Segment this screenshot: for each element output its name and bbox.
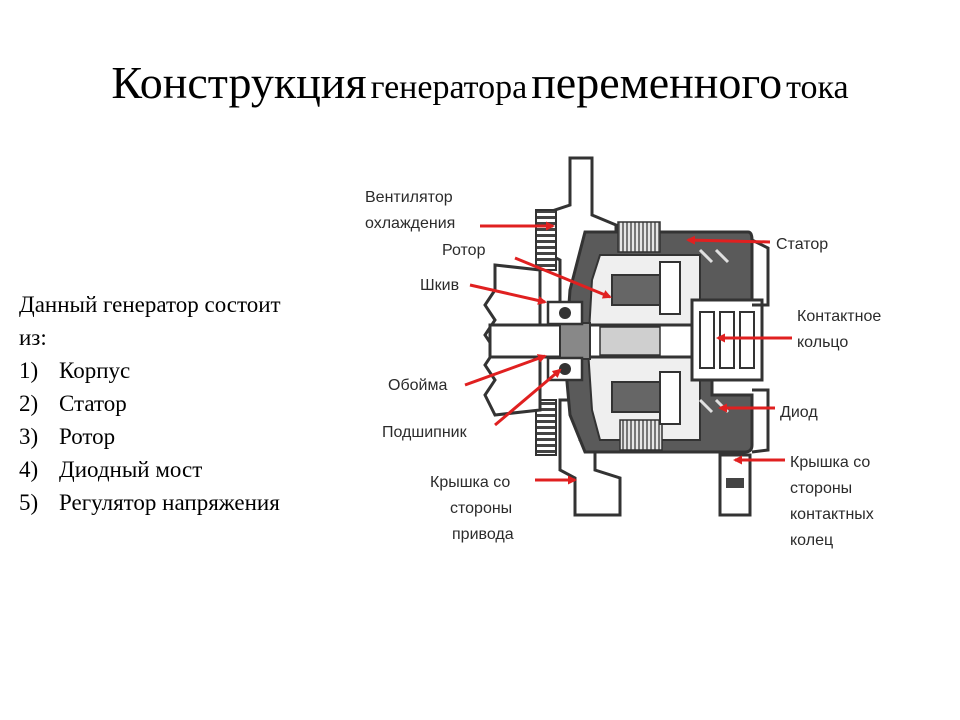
arrow-bearing — [494, 368, 562, 427]
label-pulley: Шкив — [420, 277, 459, 294]
intro-line-1: Данный генератор состоит — [19, 292, 281, 317]
title-word-1: Конструкция — [111, 57, 367, 108]
arrow-cage — [464, 354, 547, 387]
list-item-text: Корпус — [59, 358, 131, 383]
component-list: 1) Корпус 2) Статор 3) Ротор 4) Диодный мост… — [19, 354, 339, 519]
label-slip-cover-line-2: стороны — [790, 480, 852, 497]
label-diode: Диод — [780, 404, 818, 421]
title-word-3: переменного — [531, 57, 783, 108]
arrow-stator — [686, 235, 771, 245]
title-word-4: тока — [786, 69, 849, 106]
label-slip-ring-line-1: Контактное — [797, 308, 881, 325]
callout-arrows — [464, 221, 792, 485]
label-rotor: Ротор — [442, 242, 486, 259]
intro-line-2: из: — [19, 325, 47, 350]
label-drive-cover-line-1: Крышка со — [430, 474, 510, 491]
list-item-text: Регулятор напряжения — [59, 490, 280, 515]
label-slip-cover-line-1: Крышка со — [790, 454, 870, 471]
list-item-number: 2) — [19, 391, 39, 416]
list-item: 5) Регулятор напряжения — [19, 486, 339, 519]
title-word-2: генератора — [370, 69, 528, 106]
label-slip-cover-line-4: колец — [790, 532, 833, 549]
list-item-number: 4) — [19, 457, 39, 482]
label-bearing: Подшипник — [382, 424, 468, 441]
label-slip-cover-line-3: контактных — [790, 506, 874, 523]
intro-text: Данный генератор состоит из: 1) Корпус 2)… — [19, 288, 339, 519]
list-item: 1) Корпус — [19, 354, 339, 387]
label-slip-ring-line-2: кольцо — [797, 334, 848, 351]
page-title: Конструкция генератора переменного тока — [0, 60, 960, 106]
list-item-number: 5) — [19, 490, 39, 515]
list-item-text: Ротор — [59, 424, 116, 449]
list-item: 2) Статор — [19, 387, 339, 420]
label-drive-cover-line-2: стороны — [450, 500, 512, 517]
callout-labels: Вентилятор охлаждения Ротор Шкив Обойма … — [365, 189, 881, 549]
label-drive-cover-line-3: привода — [452, 526, 514, 543]
label-fan-line-2: охлаждения — [365, 215, 455, 232]
arrow-rotor — [514, 256, 612, 299]
label-cage: Обойма — [388, 377, 447, 394]
list-item-number: 3) — [19, 424, 39, 449]
arrow-pulley — [469, 283, 547, 305]
label-stator: Статор — [776, 236, 828, 253]
list-item-text: Статор — [59, 391, 127, 416]
list-item: 3) Ротор — [19, 420, 339, 453]
label-fan-line-1: Вентилятор — [365, 189, 453, 206]
list-item-text: Диодный мост — [59, 457, 203, 482]
list-item: 4) Диодный мост — [19, 453, 339, 486]
list-item-number: 1) — [19, 358, 39, 383]
